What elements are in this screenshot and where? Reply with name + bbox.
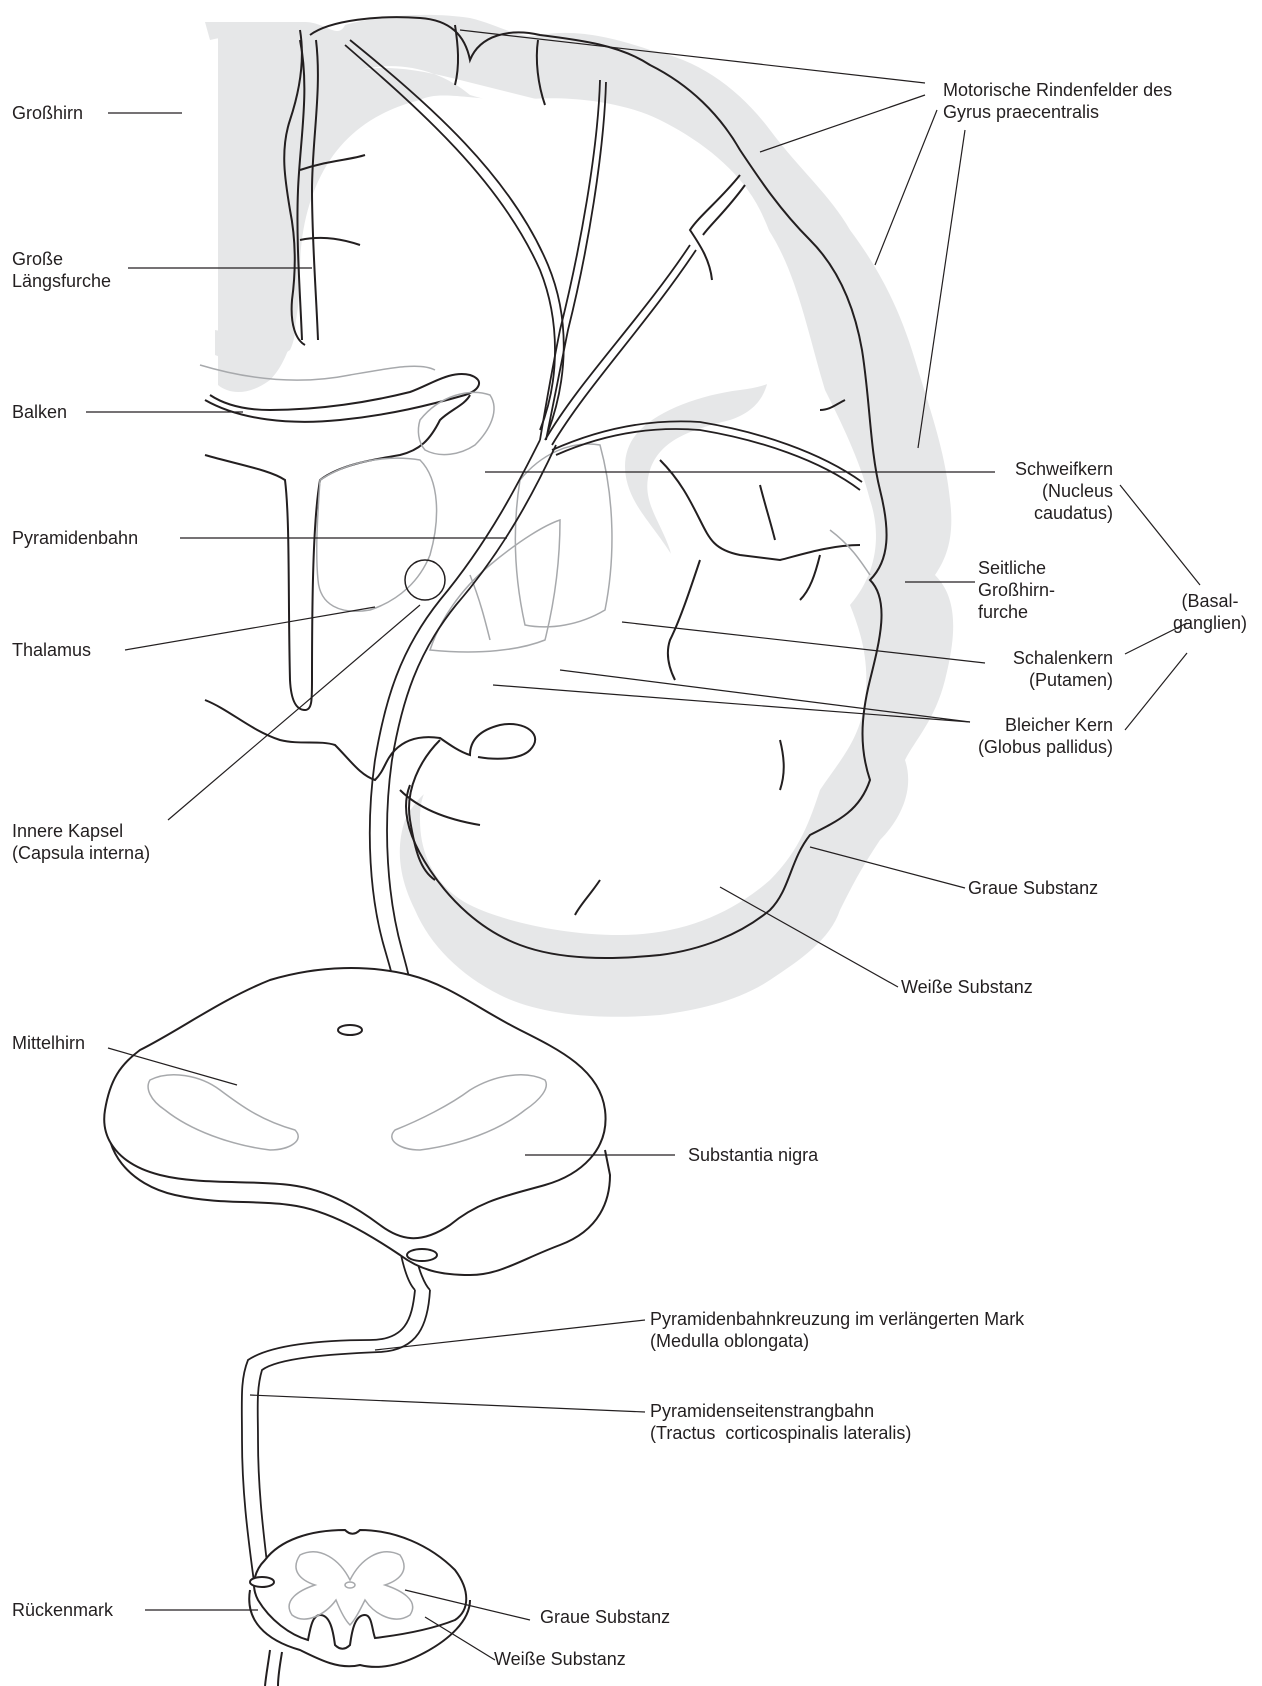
label-weisse-substanz-hirn: Weiße Substanz	[901, 976, 1033, 998]
leader-pyramidenbahnkreuzung	[375, 1320, 645, 1350]
label-innere-kapsel: Innere Kapsel (Capsula interna)	[12, 820, 150, 864]
label-basalganglien: (Basal- ganglien)	[1160, 590, 1260, 634]
leader-innere-kapsel	[168, 605, 420, 820]
label-schalenkern: Schalenkern (Putamen)	[975, 647, 1113, 691]
pyramidal-tract-midbrain-cross-section	[407, 1249, 437, 1261]
label-motorische-rindenfelder: Motorische Rindenfelder des Gyrus praece…	[943, 79, 1172, 123]
spinal-cord-continuation	[265, 1650, 282, 1686]
label-mittelhirn: Mittelhirn	[12, 1032, 85, 1054]
label-pyramidenseitenstrangbahn: Pyramidenseitenstrangbahn (Tractus corti…	[650, 1400, 911, 1444]
leader-basal-1	[1120, 485, 1200, 585]
label-seitliche-grosshirnfurche: Seitliche Großhirn- furche	[978, 557, 1055, 623]
spinal-cord	[249, 1530, 470, 1686]
leader-motorische-4	[918, 130, 965, 448]
leader-pyramidenseitenstrang	[250, 1395, 645, 1412]
label-graue-substanz-hirn: Graue Substanz	[968, 877, 1098, 899]
label-rueckenmark: Rückenmark	[12, 1599, 113, 1621]
globus-pallidus-shape	[430, 520, 560, 652]
label-schweifkern: Schweifkern (Nucleus caudatus)	[975, 458, 1113, 524]
label-thalamus: Thalamus	[12, 639, 91, 661]
label-grosse-laengsfurche: Große Längsfurche	[12, 248, 111, 292]
leader-motorische-3	[875, 110, 937, 265]
label-grosshirn: Großhirn	[12, 102, 83, 124]
label-graue-substanz-mark: Graue Substanz	[540, 1606, 670, 1628]
midbrain	[104, 968, 610, 1275]
label-pyramidenbahnkreuzung: Pyramidenbahnkreuzung im verlängerten Ma…	[650, 1308, 1024, 1352]
label-balken: Balken	[12, 401, 67, 423]
thalamus-shape	[317, 458, 437, 611]
label-weisse-substanz-mark: Weiße Substanz	[494, 1648, 626, 1670]
label-pyramidenbahn: Pyramidenbahn	[12, 527, 138, 549]
pyramidal-tract-spinal-cross-section	[250, 1577, 274, 1587]
label-substantia-nigra: Substantia nigra	[688, 1144, 818, 1166]
leader-thalamus	[125, 607, 375, 650]
leader-basal-3	[1125, 653, 1187, 730]
label-bleicher-kern: Bleicher Kern (Globus pallidus)	[940, 714, 1113, 758]
cerebrum	[200, 15, 953, 1017]
caudate-nucleus-shape	[418, 392, 494, 454]
leader-motorische-2	[760, 95, 925, 152]
